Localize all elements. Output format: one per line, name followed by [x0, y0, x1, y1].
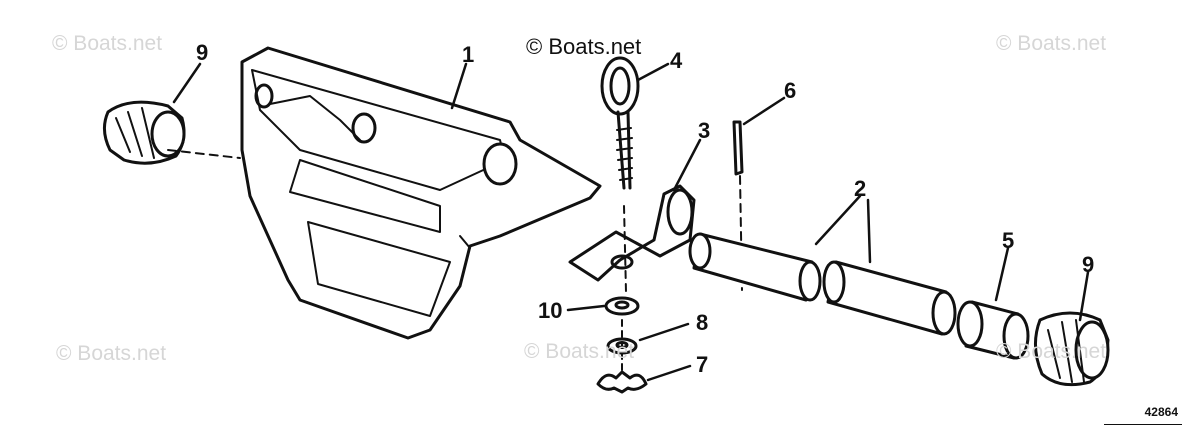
callout-grip-left: 9 [196, 40, 209, 65]
callout-grip-right: 9 [1082, 252, 1095, 277]
figure-number: 42864 [1144, 405, 1178, 419]
callout-sleeve: 5 [1002, 228, 1015, 253]
flat-washer-part [604, 296, 640, 316]
grip-right-part [1034, 311, 1110, 387]
clamp-part [568, 184, 696, 293]
watermark-top-left: © Boats.net [52, 32, 163, 55]
callout-pin: 6 [784, 78, 797, 103]
callout-flat-washer: 10 [538, 298, 563, 323]
tube-part-upper [688, 232, 822, 302]
wing-nut-part [596, 319, 648, 394]
leader-dash-grip-left [167, 149, 241, 159]
eye-bolt-part [600, 56, 640, 190]
callout-tubes: 2 [854, 176, 867, 201]
leader-lines [172, 62, 1090, 382]
watermark-bottom-center: © Boats.net [524, 340, 635, 363]
tube-part-lower [822, 260, 957, 336]
watermark-top-right: © Boats.net [996, 32, 1107, 55]
watermark-bottom-right: © Boats.net [996, 340, 1107, 363]
callout-clamp: 3 [698, 118, 711, 143]
callout-eye-bolt: 4 [670, 48, 683, 73]
callout-bracket: 1 [462, 42, 475, 67]
grip-left-part [103, 100, 186, 165]
sleeve-part [956, 300, 1030, 360]
watermark-bottom-left: © Boats.net [56, 342, 167, 365]
pin-part [732, 120, 744, 291]
callout-lock-washer: 8 [696, 310, 709, 335]
callout-wing-nut: 7 [696, 352, 709, 377]
bracket-part [240, 46, 602, 340]
watermark-top-center: © Boats.net [526, 34, 642, 59]
figure-number-rule [1104, 424, 1182, 425]
